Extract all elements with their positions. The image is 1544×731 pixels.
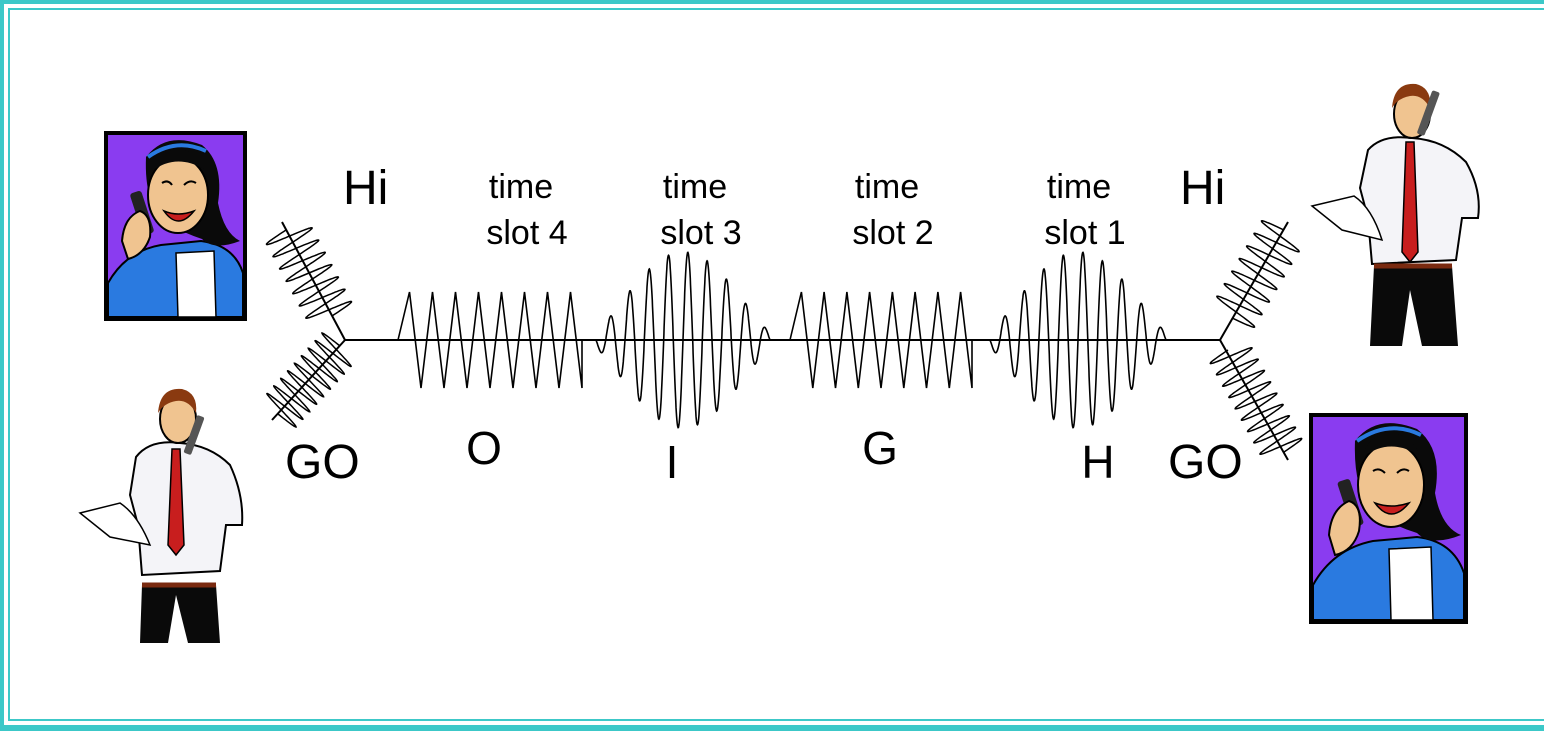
slot-4-name-label: slot 4 [486, 214, 567, 252]
woman-on-phone-icon-left [104, 131, 247, 321]
slot-1-letter: H [1081, 436, 1114, 488]
slide-inner-frame [8, 8, 1544, 721]
waveform-slot-2 [789, 291, 973, 389]
hi-right-label: Hi [1180, 162, 1225, 215]
waveform-slot-3 [595, 251, 771, 429]
slot-1-time-label: time [1047, 168, 1111, 206]
slot-3-time-label: time [663, 168, 727, 206]
go-left-label: GO [285, 436, 360, 489]
slot-4-letter: O [466, 422, 502, 474]
woman-on-phone-icon-right [1309, 413, 1468, 624]
man-on-phone-icon-left [78, 388, 244, 643]
antenna-icon-left [265, 221, 353, 428]
antenna-icon-right [1209, 220, 1303, 461]
waveform-slot-1 [989, 251, 1167, 429]
slot-3-name-label: slot 3 [660, 214, 741, 252]
slot-2-letter: G [862, 422, 898, 474]
slot-2-name-label: slot 2 [852, 214, 933, 252]
go-right-label: GO [1168, 436, 1243, 489]
slot-3-letter: I [666, 436, 679, 488]
man-on-phone-icon-right [1310, 83, 1480, 346]
hi-left-label: Hi [343, 162, 388, 215]
slot-1-name-label: slot 1 [1044, 214, 1125, 252]
slot-4-time-label: time [489, 168, 553, 206]
slot-2-time-label: time [855, 168, 919, 206]
waveform-slot-4 [397, 291, 583, 389]
